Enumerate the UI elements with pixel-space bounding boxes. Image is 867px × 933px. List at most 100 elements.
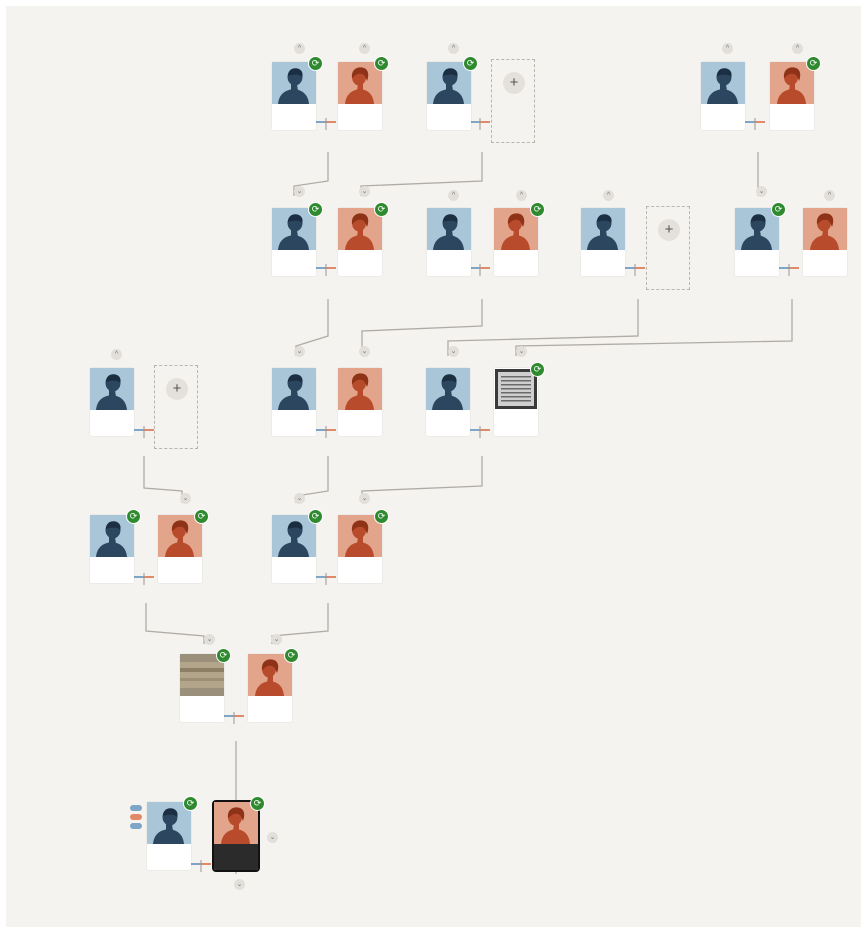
- person-portrait: [90, 515, 134, 557]
- family-member-icon: [130, 805, 142, 811]
- female-silhouette-icon: [501, 213, 530, 250]
- person-card-reynold-forest-1615[interactable]: [427, 62, 471, 130]
- person-card-judith-wife-of-rog-1735[interactable]: [494, 208, 538, 276]
- person-card-sarah-brown-1687[interactable]: [803, 208, 847, 276]
- female-silhouette-icon: [345, 520, 374, 557]
- male-silhouette-icon: [433, 68, 464, 104]
- leaf-hint-icon[interactable]: ⟳: [530, 362, 545, 377]
- leaf-hint-icon[interactable]: ⟳: [463, 56, 478, 71]
- expand-ancestors-chevron-up-icon[interactable]: ^: [359, 43, 370, 54]
- person-card-john-surridge-living[interactable]: [90, 515, 134, 583]
- person-card-william-cole-sr-1734-1821[interactable]: [272, 515, 316, 583]
- person-card-james-cole-jr-1708-1781[interactable]: [272, 368, 316, 436]
- person-portrait: [338, 515, 382, 557]
- document-image-icon: [495, 369, 537, 409]
- person-card-john-surridge-1777-1846[interactable]: [180, 654, 224, 722]
- connector-line: [447, 299, 639, 356]
- person-card-agnes-1654[interactable]: [770, 62, 814, 130]
- leaf-hint-icon[interactable]: ⟳: [771, 202, 786, 217]
- expand-ancestors-chevron-up-icon[interactable]: ^: [448, 190, 459, 201]
- family-tree-canvas[interactable]: ⟳ ⟳ ⟳ ⟳ ⟳ ⟳ ⟳: [6, 6, 861, 927]
- male-silhouette-icon: [432, 374, 463, 410]
- expand-chevron-down-icon[interactable]: ⌄: [267, 832, 278, 843]
- expand-chevron-down-icon[interactable]: ⌄: [180, 493, 191, 504]
- expand-ancestors-chevron-up-icon[interactable]: ^: [448, 43, 459, 54]
- person-card-william-beal-1804-1876[interactable]: [147, 802, 191, 870]
- person-card-mary-goodwyn[interactable]: [338, 62, 382, 130]
- female-silhouette-icon: [345, 67, 374, 104]
- family-member-icon: [130, 823, 142, 829]
- person-portrait: [427, 62, 471, 104]
- person-portrait: [338, 368, 382, 410]
- leaf-hint-icon[interactable]: ⟳: [374, 202, 389, 217]
- expand-chevron-down-icon[interactable]: ⌄: [756, 186, 767, 197]
- leaf-hint-icon[interactable]: ⟳: [194, 509, 209, 524]
- person-card-thomas-carley-1700-1778[interactable]: [426, 368, 470, 436]
- expand-chevron-down-icon[interactable]: ⌄: [294, 493, 305, 504]
- person-portrait: [272, 515, 316, 557]
- leaf-hint-icon[interactable]: ⟳: [374, 509, 389, 524]
- person-portrait: [338, 62, 382, 104]
- expand-chevron-down-icon[interactable]: ⌄: [359, 493, 370, 504]
- leaf-hint-icon[interactable]: ⟳: [216, 648, 231, 663]
- person-card-martha-surridge-1808-1878[interactable]: [212, 800, 260, 872]
- person-card-john-fry-1679-1761[interactable]: [735, 208, 779, 276]
- record-photo-icon: [180, 662, 224, 688]
- expand-ancestors-chevron-up-icon[interactable]: ^: [792, 43, 803, 54]
- person-card-martha-harvey-1748-1801[interactable]: [158, 515, 202, 583]
- expand-ancestors-chevron-up-icon[interactable]: ^: [603, 190, 614, 201]
- expand-chevron-down-icon[interactable]: ⌄: [359, 346, 370, 357]
- female-silhouette-icon: [165, 520, 194, 557]
- person-portrait: [158, 515, 202, 557]
- male-silhouette-icon: [278, 521, 309, 557]
- person-portrait: [581, 208, 625, 250]
- person-card-james-cole-1680-1749[interactable]: [272, 208, 316, 276]
- add-mother-button[interactable]: +: [491, 59, 535, 143]
- connector-line: [143, 456, 183, 503]
- person-card-roger-harvey-1667-1725[interactable]: [427, 208, 471, 276]
- expand-chevron-down-icon[interactable]: ⌄: [448, 346, 459, 357]
- leaf-hint-icon[interactable]: ⟳: [250, 796, 265, 811]
- expand-ancestors-chevron-up-icon[interactable]: ^: [824, 190, 835, 201]
- leaf-hint-icon[interactable]: ⟳: [806, 56, 821, 71]
- person-card-sarah-cole-1777-1831[interactable]: [248, 654, 292, 722]
- leaf-hint-icon[interactable]: ⟳: [374, 56, 389, 71]
- person-card-john-fry-1656[interactable]: [701, 62, 745, 130]
- expand-chevron-down-icon[interactable]: ⌄: [516, 346, 527, 357]
- person-portrait: [272, 208, 316, 250]
- person-card-william-surridge-1682-1746[interactable]: [90, 368, 134, 436]
- leaf-hint-icon[interactable]: ⟳: [530, 202, 545, 217]
- add-mother-button[interactable]: +: [646, 206, 690, 290]
- person-card-john-kirley-1675[interactable]: [581, 208, 625, 276]
- expand-chevron-down-icon[interactable]: ⌄: [294, 346, 305, 357]
- expand-chevron-down-icon[interactable]: ⌄: [294, 186, 305, 197]
- leaf-hint-icon[interactable]: ⟳: [308, 202, 323, 217]
- person-card-richard-cole-1590[interactable]: [272, 62, 316, 130]
- leaf-hint-icon[interactable]: ⟳: [126, 509, 141, 524]
- person-card-margrett-harvey-1710-1782[interactable]: [338, 368, 382, 436]
- expand-ancestors-chevron-up-icon[interactable]: ^: [516, 190, 527, 201]
- expand-chevron-down-icon[interactable]: ⌄: [204, 634, 215, 645]
- person-portrait: [272, 62, 316, 104]
- connector-line: [515, 299, 793, 356]
- person-card-mary-forest-1680-1732[interactable]: [338, 208, 382, 276]
- expand-chevron-down-icon[interactable]: ⌄: [359, 186, 370, 197]
- expand-ancestors-chevron-up-icon[interactable]: ^: [722, 43, 733, 54]
- leaf-hint-icon[interactable]: ⟳: [308, 509, 323, 524]
- person-card-martha-fry-1705-1786[interactable]: [494, 368, 538, 436]
- person-card-mary-carley-1736[interactable]: [338, 515, 382, 583]
- expand-ancestors-chevron-up-icon[interactable]: ^: [294, 43, 305, 54]
- expand-chevron-down-icon[interactable]: ⌄: [234, 879, 245, 890]
- connector-line: [361, 456, 483, 503]
- expand-chevron-down-icon[interactable]: ⌄: [271, 634, 282, 645]
- person-portrait: [147, 802, 191, 844]
- leaf-hint-icon[interactable]: ⟳: [308, 56, 323, 71]
- family-view-icons[interactable]: [130, 805, 144, 831]
- female-silhouette-icon: [810, 213, 839, 250]
- family-member-icon: [130, 814, 142, 820]
- expand-ancestors-chevron-up-icon[interactable]: ^: [111, 349, 122, 360]
- leaf-hint-icon[interactable]: ⟳: [284, 648, 299, 663]
- leaf-hint-icon[interactable]: ⟳: [183, 796, 198, 811]
- person-portrait: [214, 802, 258, 844]
- add-mother-button[interactable]: +: [154, 365, 198, 449]
